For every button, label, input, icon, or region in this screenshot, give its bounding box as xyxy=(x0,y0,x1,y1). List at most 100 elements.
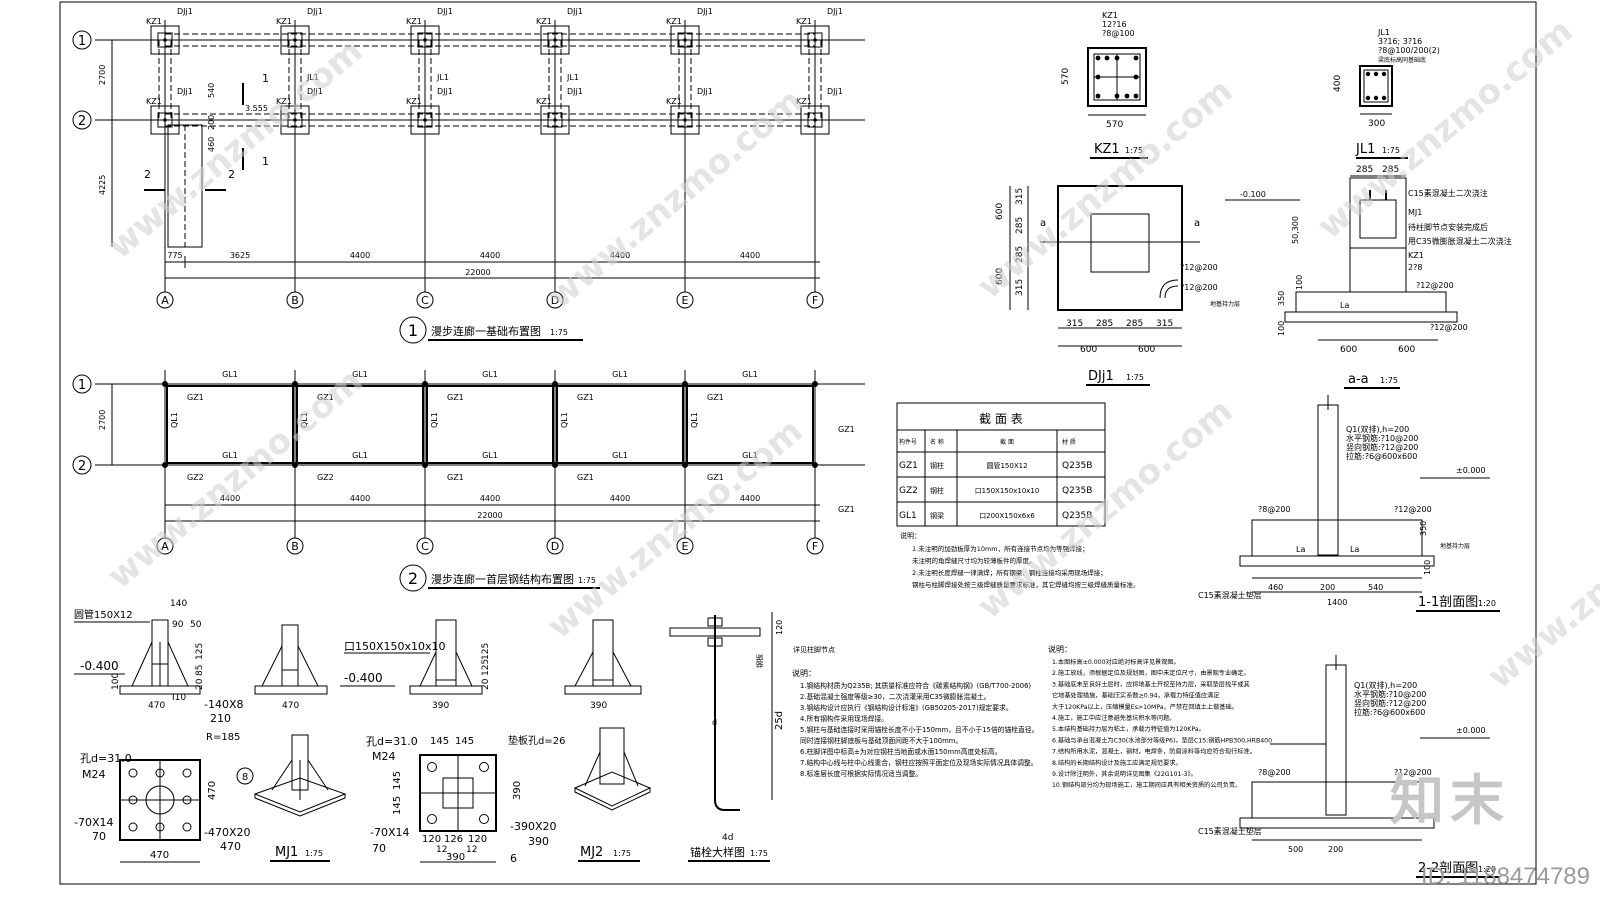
notes-right: 说明： 1.本图标高±0.000对应绝对标高详见景观图。2.施工放线，须根据定位… xyxy=(1048,644,1272,789)
section-aa: 285 285 -0.100 C15素混凝土二次浇注 MJ1 待柱脚节点安装完成… xyxy=(1210,165,1512,389)
table-frame xyxy=(896,402,1106,527)
note-right-line: 大于120KPa以上，压缩模量Es>10MPa，严禁在回填土上做基础。 xyxy=(1052,703,1238,711)
column-outline xyxy=(417,32,433,48)
note-right-line: 2.施工放线，须根据定位及规划图，图中未定位尺寸，由景观专业确定。 xyxy=(1052,669,1250,677)
dj-label: DJj1 xyxy=(697,7,713,16)
det-sq: 口150X150x10x10 xyxy=(344,640,446,653)
column-center xyxy=(553,38,557,42)
aa-footing xyxy=(1295,291,1447,313)
det-hole1: 孔d=31.0 xyxy=(80,752,132,765)
kz1-top-label: KZ1 xyxy=(1102,11,1118,20)
gz1-label: GZ1 xyxy=(707,393,724,402)
aa-rebar-1: ?12@200 xyxy=(1416,281,1454,290)
s11-dim-v2: 100 xyxy=(1423,560,1432,575)
row-dim: 2700 xyxy=(98,65,107,85)
bolt-hole xyxy=(427,814,437,824)
steel-column-node xyxy=(812,462,818,468)
gz1-label: GZ1 xyxy=(447,393,464,402)
gl-label-bottom: GL1 xyxy=(612,451,628,460)
det-plate5: -390X20 xyxy=(510,820,557,833)
rebar-dot xyxy=(1114,55,1120,61)
gz1-base-plate xyxy=(119,685,201,695)
column-outline xyxy=(157,32,173,48)
gz2-label: GZ2 xyxy=(187,473,204,482)
table-cell: Q235B xyxy=(1062,486,1092,496)
table-cell: 口200X150x6x6 xyxy=(979,512,1035,520)
det-mark6: 6 xyxy=(510,852,517,865)
aa-title: a-a xyxy=(1348,372,1369,387)
det-hole2: 孔d=31.0 xyxy=(366,735,418,748)
s11-dim-h2: 200 xyxy=(1320,583,1335,592)
p2-grid-col-label: E xyxy=(682,540,689,553)
aa-c15: C15素混凝土二次浇注 xyxy=(1408,188,1488,198)
anchor-top: 钢板 xyxy=(755,654,764,668)
note-right-line: 1.本图标高±0.000对应绝对标高详见景观图。 xyxy=(1052,658,1180,666)
table-header: 名 称 xyxy=(930,438,944,446)
column-outline xyxy=(807,32,823,48)
note-left-line: 8.标准层长度可根据实际情况适当调整。 xyxy=(800,769,922,778)
bolt-hole xyxy=(182,795,192,805)
jl1-dim-w: 300 xyxy=(1368,119,1385,129)
anchor-4d: 4d xyxy=(722,833,733,843)
steel-bay xyxy=(296,385,424,464)
grid-col-label: D xyxy=(551,294,559,307)
p2-grid-col-bubble xyxy=(676,537,694,555)
bolt-hole xyxy=(479,762,489,772)
anchor-d120: 120 xyxy=(775,620,784,635)
s22-bar1: ?8@200 xyxy=(1258,768,1291,777)
footing-outline xyxy=(540,25,570,55)
steel-column-node xyxy=(422,381,428,387)
aa-rebar-2: ?12@200 xyxy=(1430,323,1468,332)
gl-label-top: GL1 xyxy=(482,370,498,379)
steel-column-node xyxy=(162,381,168,387)
footing-outline xyxy=(150,105,180,135)
rebar-dot xyxy=(1365,95,1371,101)
note-left-line: 4.所有钢构件采用现场焊接。 xyxy=(800,714,888,723)
aa-scale: 1:75 xyxy=(1380,376,1398,385)
det-plate3: -470X20 xyxy=(204,826,251,839)
mj2-plan: 孔d=31.0 M24 垫板孔d=26 145 145 145 145 390 … xyxy=(366,734,565,865)
table-cell: 圆管150X12 xyxy=(986,461,1027,470)
column-outline xyxy=(677,32,693,48)
djj1-dim-h4: 315 xyxy=(1156,319,1173,329)
djj1-dim-h1: 315 xyxy=(1066,319,1083,329)
grid-row-label: 1 xyxy=(78,34,86,49)
s11-q1: Q1(双排),h=200 xyxy=(1346,424,1409,434)
gz1-label: GZ1 xyxy=(577,393,594,402)
s11-q2: 水平钢筋:?10@200 xyxy=(1346,433,1418,443)
dj-label: DJj1 xyxy=(567,7,583,16)
det-470-plan: 470 xyxy=(150,850,169,861)
dj-label: DJj1 xyxy=(827,87,843,96)
bolt-hole xyxy=(128,768,138,778)
steel-column-node xyxy=(552,381,558,387)
aa-dim-v4: 100 xyxy=(1277,321,1286,336)
mj1-isometric: MJ1 1:75 xyxy=(253,734,347,862)
kz-label: KZ1 xyxy=(406,17,422,26)
grid-col-bubble xyxy=(156,291,174,309)
bolt-hole xyxy=(155,822,165,832)
notes-left: 说明： 1.钢结构材质为Q235B; 其质量标准应符合《碳素结构钢》(GB/T7… xyxy=(792,668,1038,778)
s11-dim-h1: 460 xyxy=(1268,583,1283,592)
section-mark-2: 2 2 xyxy=(144,168,235,191)
s11-q3: 竖向钢筋:?12@200 xyxy=(1346,442,1418,452)
column-outline xyxy=(547,32,563,48)
watermark-text: www.znzmo.com xyxy=(1480,461,1600,697)
plan1-scale: 1:75 xyxy=(550,328,568,337)
column-center xyxy=(423,118,427,122)
s22-q1: Q1(双排),h=200 xyxy=(1354,680,1417,690)
dj-label: DJj1 xyxy=(697,87,713,96)
steel-bay xyxy=(166,385,294,464)
table-cell: 钢梁 xyxy=(930,511,944,520)
gz1-label-right: GZ1 xyxy=(838,425,855,434)
s11-la-1: La xyxy=(1296,545,1305,554)
kz1-dim-w: 570 xyxy=(1106,120,1123,130)
note-left-line: 2.基础混凝土强度等级≥30，二次浇灌采用C35微膨胀混凝土。 xyxy=(800,692,991,701)
column-outline xyxy=(807,112,823,128)
djj1-plan: a a ?12@200 ?12@200 600 600 315 285 285 … xyxy=(995,185,1218,386)
gz1-side-elevation: 470 xyxy=(254,624,328,711)
rebar-dot xyxy=(1095,74,1101,80)
det-v3-2: 145 xyxy=(392,796,403,815)
dim-460: 460 xyxy=(207,137,216,152)
steel-bay xyxy=(686,385,814,464)
